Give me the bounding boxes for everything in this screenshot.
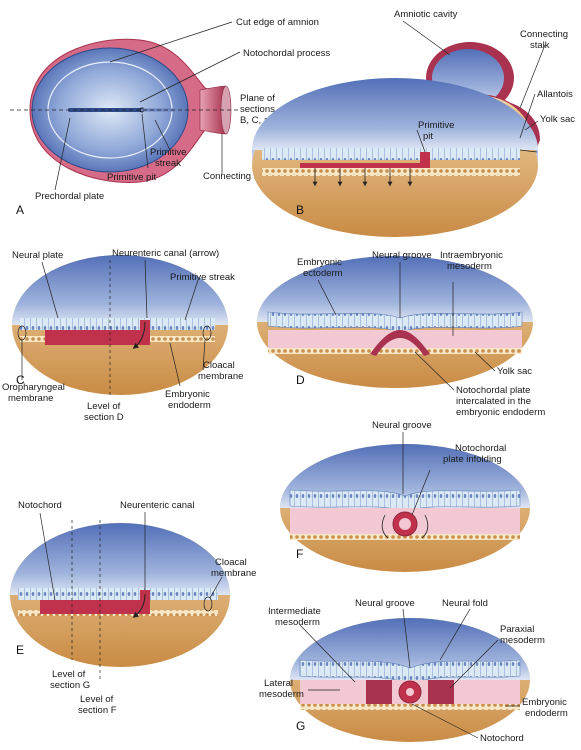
panel-letter-d: D	[296, 373, 305, 387]
ectoderm-d	[267, 311, 523, 333]
panel-letter-b: B	[296, 203, 304, 217]
label-emb-endo-g-2: endoderm	[525, 708, 568, 719]
endoderm-b	[262, 168, 520, 176]
cloacal-membrane-e	[203, 596, 213, 612]
label-paraxial-2: mesoderm	[500, 635, 545, 646]
label-plane-3: B, C, and E	[240, 115, 289, 126]
label-neurenteric-canal-c: Neurenteric canal (arrow)	[112, 248, 219, 259]
label-allantois: Allantois	[537, 89, 573, 100]
label-notochord-g: Notochord	[480, 733, 524, 744]
arrows-b	[312, 168, 413, 187]
ectoderm-g	[299, 659, 521, 685]
ectoderm-e	[18, 588, 218, 600]
label-oro-c-1: Oropharyngeal	[2, 382, 65, 393]
panel-a: Cut edge of amnion Notochordal process P…	[10, 17, 330, 217]
label-level-d-1: Level of	[87, 401, 121, 412]
panel-letter-e: E	[16, 643, 24, 657]
label-connecting-b-1: Connecting	[520, 29, 568, 40]
label-intra-d-2: mesoderm	[447, 261, 492, 272]
ectoderm-b	[262, 148, 520, 160]
label-yolk-sac-d: Yolk sac	[497, 366, 532, 377]
notochordal-plate-d	[370, 330, 430, 356]
label-level-g-1: Level of	[52, 669, 86, 680]
label-noto-f-1: Notochordal	[455, 443, 506, 454]
label-primitive-streak-c: Primitive streak	[170, 272, 235, 283]
ectoderm-f	[289, 489, 521, 513]
label-notochord-e: Notochord	[18, 500, 62, 511]
label-intermediate-2: mesoderm	[275, 617, 320, 628]
label-level-g-2: section G	[50, 680, 90, 691]
label-neural-fold: Neural fold	[442, 598, 488, 609]
label-cloacal-c-2: membrane	[198, 371, 243, 382]
label-noto-d-2: intercalated in the	[456, 396, 531, 407]
label-primitive-pit-b-1: Primitive	[418, 120, 454, 131]
label-neural-plate: Neural plate	[12, 250, 63, 261]
label-noto-d-3: embryonic endoderm	[456, 407, 545, 418]
panel-b: Amniotic cavity Connecting stalk Allanto…	[252, 9, 575, 237]
label-intra-d-1: Intraembryonic	[440, 250, 503, 261]
label-emb-ecto-d-1: Embryonic	[297, 257, 342, 268]
label-prechordal-plate: Prechordal plate	[35, 191, 104, 202]
label-noto-d-1: Notochordal plate	[456, 385, 530, 396]
paraxial-mesoderm-right	[428, 680, 454, 704]
panel-letter-f: F	[296, 547, 303, 561]
label-notochordal-process: Notochordal process	[243, 48, 330, 59]
label-cloacal-e-2: membrane	[211, 568, 256, 579]
label-primitive-streak-1: Primitive	[150, 147, 186, 158]
panel-letter-g: G	[296, 719, 305, 733]
label-neural-groove-g: Neural groove	[355, 598, 415, 609]
notochordal-process-b	[300, 152, 430, 168]
neurenteric-arrow-e	[132, 593, 146, 618]
label-neural-groove-d: Neural groove	[372, 250, 432, 261]
label-amniotic-cavity: Amniotic cavity	[394, 9, 458, 20]
panel-letter-c: C	[16, 373, 25, 387]
cloacal-membrane-c	[202, 325, 212, 341]
label-oro-c-2: membrane	[8, 393, 53, 404]
label-primitive-pit-b-2: pit	[423, 131, 433, 142]
label-noto-f-2: plate infolding	[443, 454, 502, 465]
panel-d: Embryonic ectoderm Neural groove Intraem…	[257, 250, 545, 418]
panel-g: Neural groove Neural fold Intermediate m…	[259, 598, 568, 744]
label-level-f-1: Level of	[80, 694, 114, 705]
label-neurenteric-canal-e: Neurenteric canal	[120, 500, 194, 511]
panel-f: Neural groove Notochordal plate infoldin…	[280, 420, 530, 572]
label-level-f-2: section F	[78, 705, 117, 716]
label-plane-2: sections	[240, 104, 275, 115]
label-connecting-b-2: stalk	[530, 40, 550, 51]
label-yolk-sac-b: Yolk sac	[540, 114, 575, 125]
label-neural-groove-f: Neural groove	[372, 420, 432, 431]
label-emb-ecto-d-2: ectoderm	[303, 268, 343, 279]
label-plane-1: Plane of	[240, 93, 275, 104]
endoderm-f	[290, 534, 520, 540]
notochord-e	[40, 590, 150, 614]
label-emb-endo-g-1: Embryonic	[522, 697, 567, 708]
endoderm-d	[268, 348, 522, 354]
label-intermediate-1: Intermediate	[268, 606, 321, 617]
label-lateral-2: mesoderm	[259, 689, 304, 700]
panel-c: Neural plate Neurenteric canal (arrow) P…	[2, 248, 243, 423]
label-embryonic-endo-c-1: Embryonic	[165, 389, 210, 400]
endoderm-g	[300, 704, 520, 710]
label-embryonic-endo-c-2: endoderm	[168, 400, 211, 411]
mesoderm-d	[268, 330, 522, 348]
ectoderm-c	[20, 318, 215, 330]
panel-letter-a: A	[16, 203, 24, 217]
label-connecting-stalk-a: Connecting stalk	[203, 171, 273, 182]
notochordal-process-c	[45, 320, 150, 345]
label-primitive-pit-a: Primitive pit	[107, 172, 156, 183]
label-cloacal-e-1: Cloacal	[215, 557, 247, 568]
neurenteric-arrow	[132, 321, 146, 349]
label-level-d-2: section D	[84, 412, 124, 423]
label-paraxial-1: Paraxial	[500, 624, 534, 635]
panel-e: Notochord Neurenteric canal Cloacal memb…	[10, 500, 256, 716]
paraxial-mesoderm-left	[366, 680, 392, 704]
label-lateral-1: Lateral	[264, 678, 293, 689]
label-primitive-streak-2: streak	[155, 158, 181, 169]
label-cut-edge-amnion: Cut edge of amnion	[236, 17, 319, 28]
label-cloacal-c-1: Cloacal	[203, 360, 235, 371]
